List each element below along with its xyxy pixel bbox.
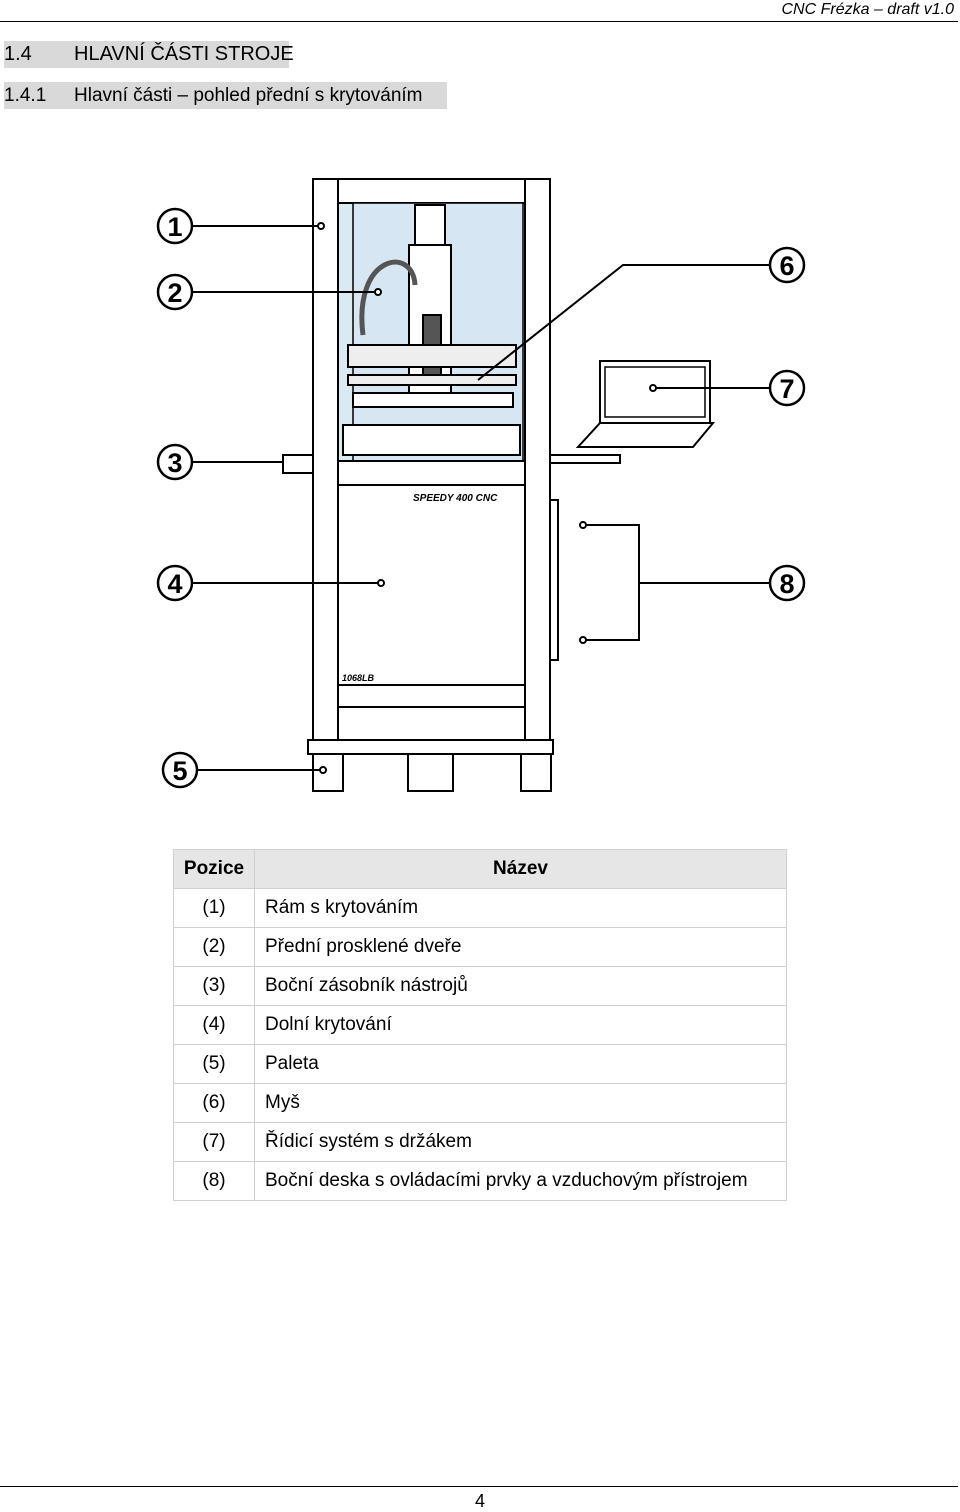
- page-number: 4: [474, 1491, 485, 1511]
- callout-7: 7: [768, 369, 806, 407]
- footer-rule: [0, 1486, 958, 1487]
- subsection-number: 1.4.1: [4, 85, 47, 106]
- callout-3: 3: [156, 443, 194, 481]
- section-heading: 1.4 HLAVNÍ ČÁSTI STROJE: [4, 41, 294, 68]
- svg-text:8: 8: [779, 569, 794, 599]
- table-row: (5) Paleta: [173, 1044, 787, 1084]
- callout-4: 4: [156, 564, 194, 602]
- table-row: (1) Rám s krytováním: [173, 888, 787, 928]
- svg-text:5: 5: [172, 756, 187, 786]
- machine-drawing: SPEEDY 400 CNC 1068LB 1 2 3 4: [153, 175, 807, 795]
- table-row: (7) Řídicí systém s držákem: [173, 1122, 787, 1162]
- machine-label: SPEEDY 400 CNC: [413, 493, 498, 504]
- row-position: (8): [173, 1161, 255, 1201]
- row-position: (2): [173, 927, 255, 967]
- callout-2: 2: [156, 273, 194, 311]
- row-name: Přední prosklené dveře: [254, 927, 787, 967]
- table-row: (4) Dolní krytování: [173, 1005, 787, 1045]
- subsection-heading: 1.4.1 Hlavní části – pohled přední s kryt…: [4, 82, 447, 109]
- svg-text:2: 2: [167, 278, 182, 308]
- callout-1: 1: [156, 207, 194, 245]
- running-header: CNC Frézka – draft v1.0: [0, 0, 958, 22]
- row-position: (1): [173, 888, 255, 928]
- row-name: Řídicí systém s držákem: [254, 1122, 787, 1162]
- row-position: (3): [173, 966, 255, 1006]
- table-header-row: Pozice Název: [173, 849, 787, 889]
- row-position: (7): [173, 1122, 255, 1162]
- section-title: HLAVNÍ ČÁSTI STROJE: [74, 43, 294, 65]
- row-name: Boční zásobník nástrojů: [254, 966, 787, 1006]
- running-title: CNC Frézka – draft v1.0: [781, 1, 955, 18]
- svg-text:6: 6: [779, 251, 794, 281]
- row-name: Boční deska s ovládacími prvky a vzducho…: [254, 1161, 787, 1201]
- section-number: 1.4: [4, 43, 32, 65]
- table-row: (6) Myš: [173, 1083, 787, 1123]
- parts-table: Pozice Název (1) Rám s krytováním (2) Př…: [173, 849, 787, 1201]
- row-name: Myš: [254, 1083, 787, 1123]
- svg-text:7: 7: [779, 374, 794, 404]
- callout-6: 6: [768, 246, 806, 284]
- row-position: (5): [173, 1044, 255, 1084]
- row-name: Rám s krytováním: [254, 888, 787, 928]
- row-position: (6): [173, 1083, 255, 1123]
- row-name: Dolní krytování: [254, 1005, 787, 1045]
- panel-label: 1068LB: [342, 673, 375, 683]
- svg-text:4: 4: [167, 569, 182, 599]
- table-row: (2) Přední prosklené dveře: [173, 927, 787, 967]
- table-row: (8) Boční deska s ovládacími prvky a vzd…: [173, 1161, 787, 1201]
- row-position: (4): [173, 1005, 255, 1045]
- callout-5: 5: [161, 751, 199, 789]
- row-name: Paleta: [254, 1044, 787, 1084]
- table-row: (3) Boční zásobník nástrojů: [173, 966, 787, 1006]
- svg-text:1: 1: [167, 212, 182, 242]
- subsection-title: Hlavní části – pohled přední s krytování…: [74, 85, 423, 106]
- position-header: Pozice: [173, 849, 255, 889]
- name-header: Název: [254, 849, 787, 889]
- callout-8: 8: [768, 564, 806, 602]
- svg-text:3: 3: [167, 448, 182, 478]
